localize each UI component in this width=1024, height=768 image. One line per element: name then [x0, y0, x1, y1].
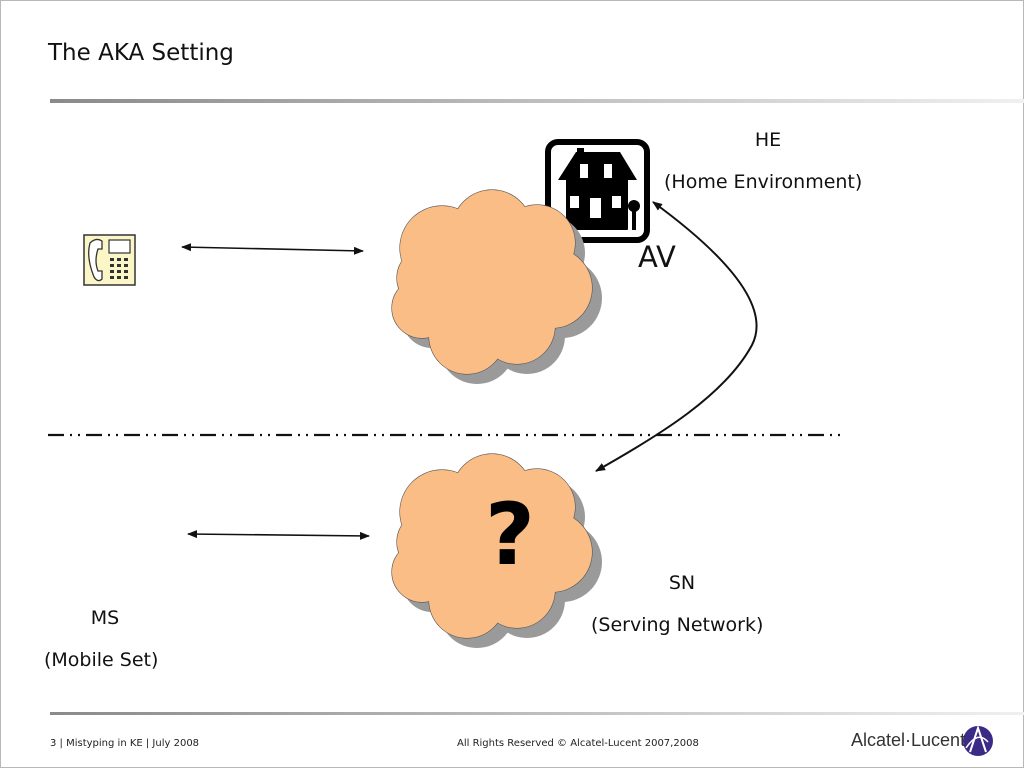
he-sn-av-arrow	[595, 201, 758, 472]
sn-full-label: (Serving Network)	[591, 614, 764, 636]
ms-full-label: (Mobile Set)	[44, 649, 159, 671]
ms-sn-link-arrow	[187, 530, 370, 540]
desk-phone-icon	[83, 234, 136, 286]
av-label: AV	[638, 240, 676, 274]
footer-slide-info: 3 | Mistyping in KE | July 2008	[50, 738, 200, 749]
brand-name: Alcatel·Lucent	[851, 730, 966, 750]
he-label: HE	[754, 129, 782, 151]
ms-he-link-arrow	[181, 243, 364, 255]
title-divider	[50, 99, 1024, 103]
he-full-label: (Home Environment)	[664, 171, 863, 193]
footer-divider	[50, 712, 1024, 715]
ms-label: MS	[90, 607, 120, 629]
footer-copyright: All Rights Reserved © Alcatel-Lucent 200…	[457, 738, 699, 749]
unknown-mark: ?	[485, 485, 535, 585]
sn-label: SN	[668, 572, 696, 594]
slide-title: The AKA Setting	[48, 40, 234, 66]
alcatel-lucent-logo-icon	[963, 724, 993, 756]
